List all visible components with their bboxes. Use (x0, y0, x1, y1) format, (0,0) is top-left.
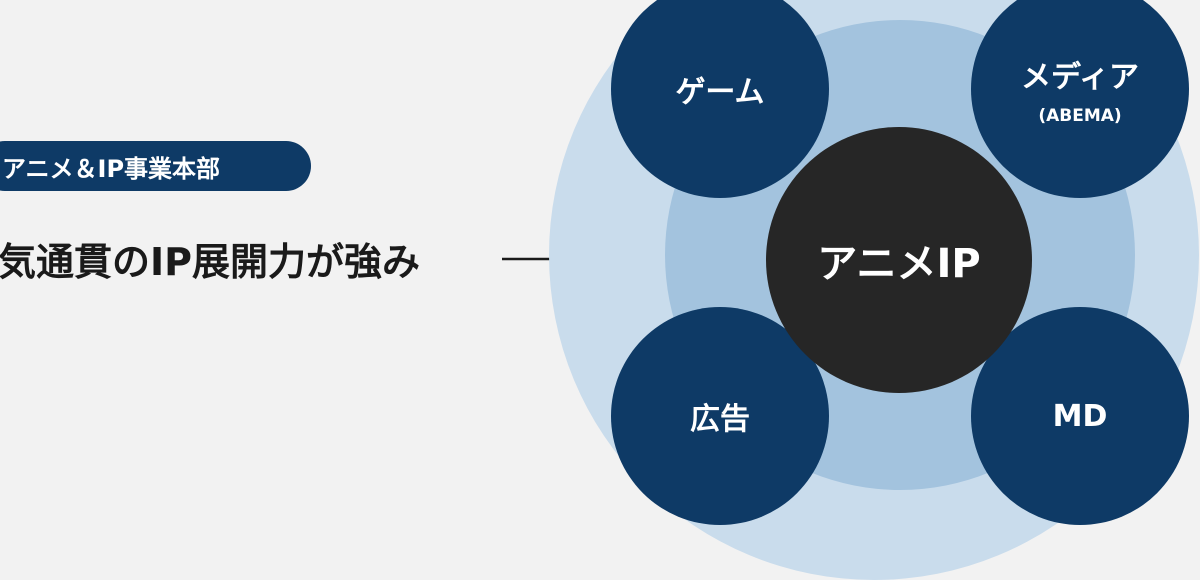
node-md-label: MD (1052, 398, 1108, 434)
node-media-label: メディア (1021, 60, 1139, 95)
department-badge: アニメ＆IP事業本部 (0, 141, 311, 191)
node-media: メディア (ABEMA) (971, 0, 1189, 198)
node-game-label: ゲーム (675, 75, 765, 110)
node-md: MD (971, 307, 1189, 525)
outer-ring (549, 0, 1199, 580)
headline: 気通貫のIP展開力が強み (0, 239, 420, 284)
node-game: ゲーム (611, 0, 829, 198)
node-ad: 広告 (611, 307, 829, 525)
center-node-label: アニメIP (817, 241, 981, 287)
department-badge-label: アニメ＆IP事業本部 (2, 154, 221, 183)
center-node-anime-ip: アニメIP (766, 127, 1032, 393)
arrow-right-icon (502, 248, 746, 270)
node-ad-label: 広告 (690, 402, 750, 437)
node-media-sublabel: (ABEMA) (1038, 106, 1122, 126)
